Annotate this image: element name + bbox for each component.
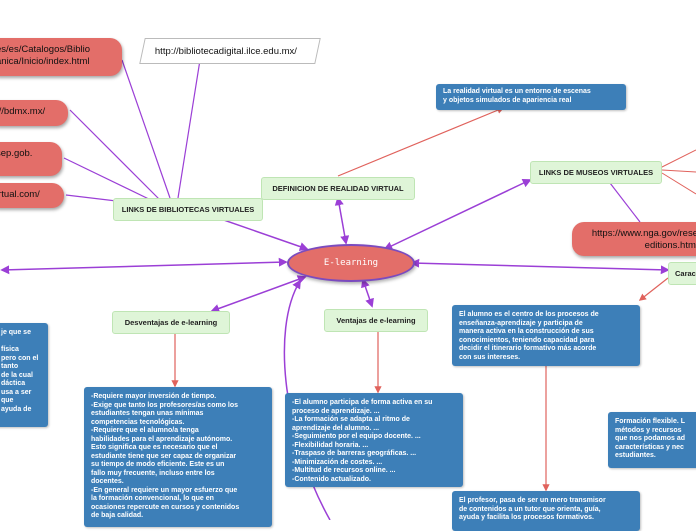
link-ilce[interactable]: http://bibliotecadigital.ilce.edu.mx/: [139, 38, 321, 64]
connector-definicion: [334, 196, 350, 245]
text-ventajas: -El alumno participa de forma activa en …: [285, 393, 463, 487]
link-sep[interactable]: sep.gob.: [0, 142, 62, 176]
central-topic-label: E-learning: [323, 258, 379, 268]
link-biblioteca-1[interactable]: es/es/Catalogos/Biblio anica/Inicio/inde…: [0, 38, 122, 76]
connector-museos-r3: [661, 172, 696, 195]
link-bdmx[interactable]: ://bdmx.mx/: [0, 100, 68, 126]
link-virtual[interactable]: irtual.com/: [0, 183, 64, 208]
branch-desventajas[interactable]: Desventajas de e-learning: [112, 311, 230, 334]
text-desventajas: -Requiere mayor inversión de tiempo. -Ex…: [84, 387, 272, 527]
branch-museos[interactable]: LINKS DE MUSEOS VIRTUALES: [530, 161, 662, 184]
branch-definicion[interactable]: DEFINICION DE REALIDAD VIRTUAL: [261, 177, 415, 200]
connector-ventajas: [361, 278, 374, 308]
link-ilce-text: http://bibliotecadigital.ilce.edu.mx/: [154, 46, 297, 57]
central-topic-e-learning[interactable]: E-learning: [287, 244, 415, 282]
branch-bibliotecas[interactable]: LINKS DE BIBLIOTECAS VIRTUALES: [113, 198, 263, 221]
text-left-partial: je que se física pero con el tanto de la…: [0, 323, 48, 427]
text-profesor: El profesor, pasa de ser un mero transmi…: [452, 491, 640, 531]
connector-desventajas: [210, 275, 307, 313]
connector-biblio-bdmx: [69, 109, 161, 201]
text-alumno: El alumno es el centro de los procesos d…: [452, 305, 640, 366]
connector-museos-r2: [661, 169, 696, 173]
connector-biblio-ilce: [177, 59, 201, 199]
connector-bottom-curve: [283, 279, 331, 520]
connector-museos-nga: [609, 182, 641, 223]
branch-caracteristicas[interactable]: Carac: [668, 262, 696, 285]
connector-museos: [383, 179, 532, 250]
text-flexibilidad: Formación flexible. L métodos y recursos…: [608, 412, 696, 468]
link-nga[interactable]: https://www.nga.gov/rese editions.html: [572, 222, 696, 256]
connector-layer: [0, 59, 696, 520]
connector-biblio-sep: [63, 157, 156, 203]
connector-caracteristicas: [410, 258, 670, 275]
connector-biblio-1: [121, 59, 171, 199]
connector-caracteristicas-text: [638, 277, 669, 301]
text-definicion: La realidad virtual es un entorno de esc…: [436, 84, 626, 110]
connector-museos-r1: [659, 149, 696, 169]
connector-definicion-text: [337, 106, 505, 177]
branch-ventajas[interactable]: Ventajas de e-learning: [324, 309, 428, 332]
connector-left: [0, 257, 288, 275]
